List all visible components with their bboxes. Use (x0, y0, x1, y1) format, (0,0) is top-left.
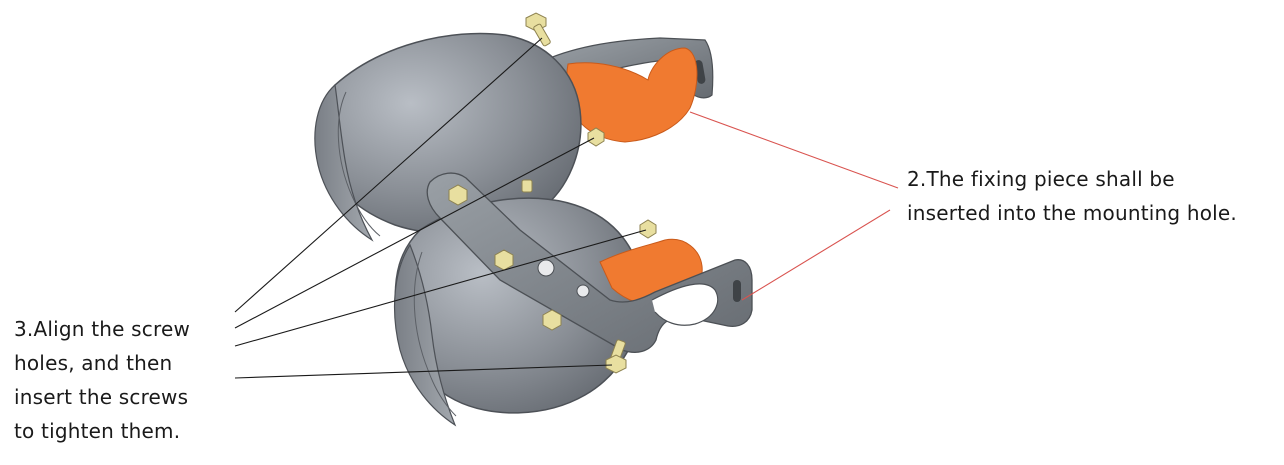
leader-lower-slot (742, 210, 890, 300)
lower-bracket-slot (733, 280, 741, 302)
bolt-rear (522, 180, 532, 192)
align-screws-caption-line-4: to tighten them. (14, 414, 190, 448)
align-screws-caption-line-3: insert the screws (14, 380, 190, 414)
fixing-piece-caption: 2.The fixing piece shall be inserted int… (907, 162, 1237, 230)
bolt-head-upper (449, 185, 467, 205)
align-screws-caption-line-2: holes, and then (14, 346, 190, 380)
fixing-piece-caption-line-2: inserted into the mounting hole. (907, 196, 1237, 230)
bracket-hole-2 (577, 285, 589, 297)
bolt-head-lower (543, 310, 561, 330)
bolt-head-middle (495, 250, 513, 270)
middle-nut (640, 220, 656, 238)
bracket-hole-1 (538, 260, 554, 276)
leader-upper-fixing-piece (690, 112, 898, 188)
align-screws-caption-line-1: 3.Align the screw (14, 312, 190, 346)
align-screws-caption: 3.Align the screw holes, and then insert… (14, 312, 190, 448)
fixing-piece-caption-line-1: 2.The fixing piece shall be (907, 162, 1237, 196)
